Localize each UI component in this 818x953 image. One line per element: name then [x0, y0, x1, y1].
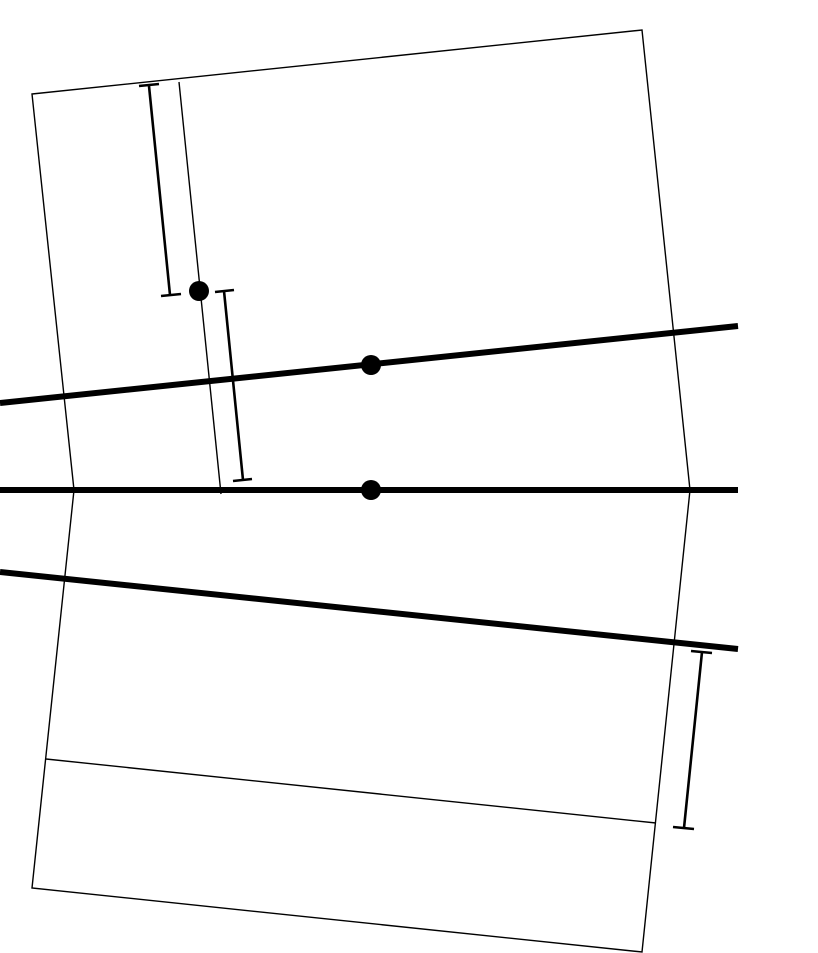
top-left-dimension: [138, 82, 182, 298]
lower-cross-line: [45, 758, 657, 824]
middle-dimension: [214, 288, 253, 483]
points: [189, 281, 381, 500]
lower-sloped-line: [0, 569, 739, 652]
point-on-upper-line: [361, 355, 381, 375]
point-on-axis: [361, 480, 381, 500]
upper-rotated-square: [31, 29, 691, 491]
right-dimension: [672, 649, 713, 831]
lower-reflected-quadrilateral: [31, 489, 691, 953]
point-on-inner-line: [189, 281, 209, 301]
dimension-markers: [138, 82, 713, 831]
